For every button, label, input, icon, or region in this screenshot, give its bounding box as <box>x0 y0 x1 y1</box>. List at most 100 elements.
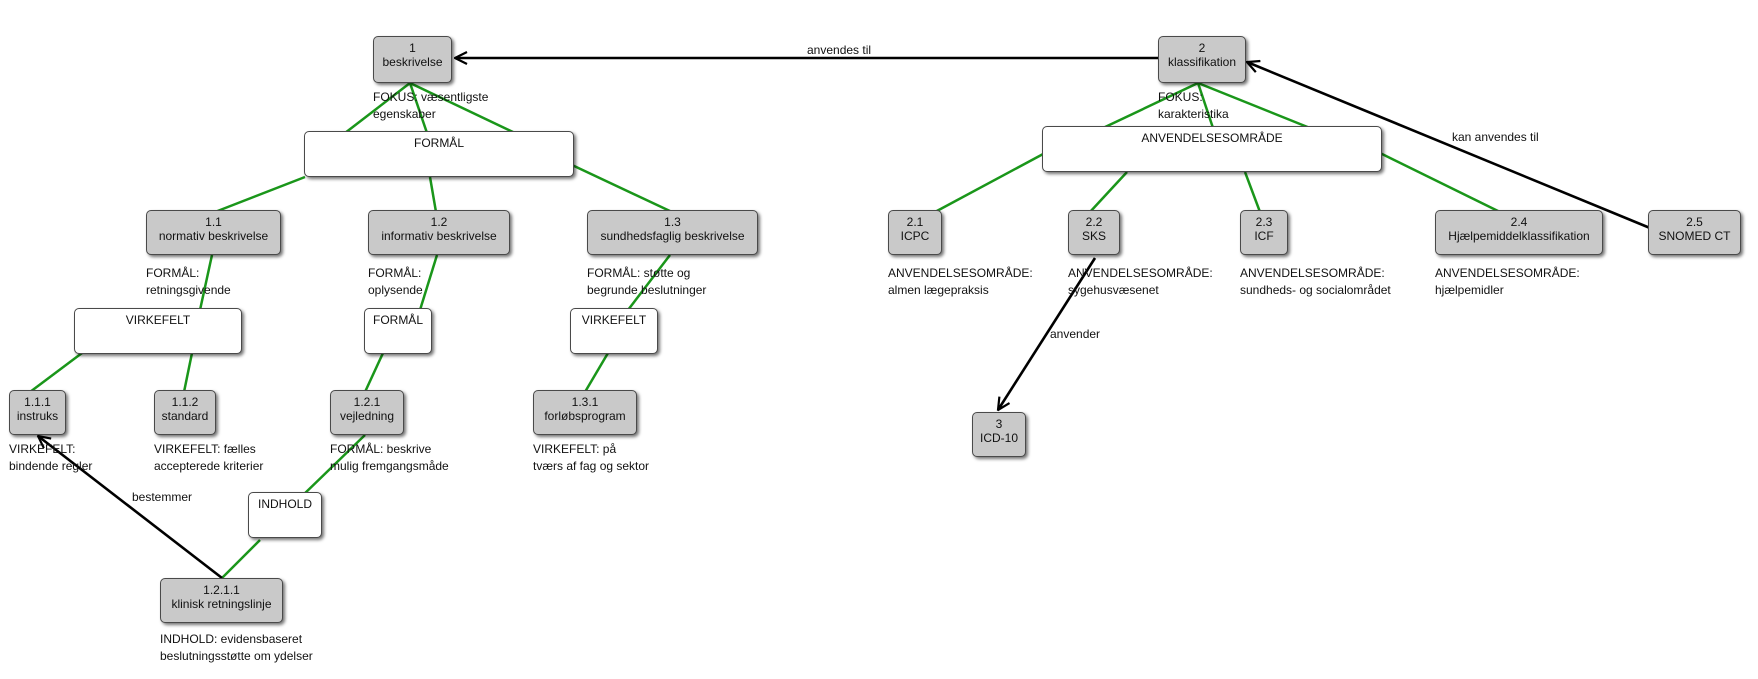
edge-label-bestemmer: bestemmer <box>132 490 193 504</box>
node-label: SKS <box>1081 229 1106 243</box>
link-virk-111 <box>29 352 83 393</box>
edge-bestemmer <box>38 436 223 580</box>
node-id: 2.2 <box>1085 215 1103 229</box>
node-id: 1.3 <box>664 215 681 229</box>
box-label: ANVENDELSESOMRÅDE <box>1141 131 1283 145</box>
node-label: klassifikation <box>1167 55 1237 69</box>
label-anvend-2-3: ANVENDELSESOMRÅDE:sundheds- og socialomr… <box>1240 266 1391 297</box>
link-1-formaal-c <box>408 82 429 134</box>
anvendelsesomraade-box[interactable]: ANVENDELSESOMRÅDE <box>1042 126 1382 172</box>
node-label: ICPC <box>900 229 930 243</box>
node-label: SNOMED CT <box>1658 229 1731 243</box>
node-id: 1.2.1.1 <box>203 583 240 597</box>
edge-kan-anvendes-til <box>1247 62 1651 230</box>
relations <box>38 58 1651 580</box>
node-id: 1.3.1 <box>571 395 599 409</box>
green-links <box>29 81 1501 581</box>
link-1-formaal-b <box>409 81 516 135</box>
node-id: 1.1 <box>205 215 222 229</box>
node-id: 2.1 <box>906 215 924 229</box>
link-virk3-131 <box>583 352 610 393</box>
node-label: vejledning <box>339 409 395 423</box>
node-id: 1.1.2 <box>171 395 199 409</box>
link-formaal-12 <box>428 176 438 213</box>
label-anvend-2-1: ANVENDELSESOMRÅDE:almen lægepraksis <box>888 266 1033 297</box>
link-anvend-23 <box>1243 171 1262 213</box>
virkefelt-box-3[interactable]: VIRKEFELT <box>570 308 658 354</box>
node-id: 3 <box>995 417 1003 431</box>
node-label: sundhedsfaglig beskrivelse <box>600 229 745 243</box>
virkefelt-box-1[interactable]: VIRKEFELT <box>74 308 242 354</box>
node-label: forløbsprogram <box>544 409 626 423</box>
link-2-anvend-a <box>1102 81 1199 130</box>
label-anvend-2-4: ANVENDELSESOMRÅDE:hjælpemidler <box>1435 266 1580 297</box>
edge-label-anvendes-til: anvendes til <box>807 43 872 57</box>
link-12-formaal2 <box>418 254 439 311</box>
link-anvend-22 <box>1089 171 1128 213</box>
node-id: 1.2.1 <box>353 395 381 409</box>
link-1-formaal <box>344 82 411 134</box>
node-id: 2.5 <box>1686 215 1703 229</box>
label-fokus-2: FOKUS:karakteristika <box>1158 90 1229 121</box>
label-virkefelt-1-1-1: VIRKEFELT:bindende regler <box>9 442 93 473</box>
node-id: 2.4 <box>1510 215 1528 229</box>
link-indhold-1211 <box>219 539 261 581</box>
box-label: INDHOLD <box>257 497 312 511</box>
link-formaal-11 <box>214 175 306 214</box>
link-anvend-24 <box>1379 151 1501 214</box>
link-2-anvend-c <box>1196 82 1215 129</box>
link-121-indhold <box>299 434 366 499</box>
label-formaal-1-2: FORMÅL:oplysende <box>368 266 423 297</box>
box-label: FORMÅL <box>413 136 464 150</box>
node-id: 1 <box>409 41 416 55</box>
box-label: VIRKEFELT <box>125 313 191 327</box>
indhold-box[interactable]: INDHOLD <box>248 492 322 538</box>
box-label: FORMÅL <box>372 313 423 327</box>
node-id: 2 <box>1198 41 1206 55</box>
node-label: beskrivelse <box>382 55 443 69</box>
node-id: 2.3 <box>1255 215 1273 229</box>
node-label: informativ beskrivelse <box>381 229 497 243</box>
edge-anvender <box>998 257 1097 410</box>
link-virk-112 <box>182 352 194 393</box>
link-anvend-21 <box>934 151 1046 214</box>
node-id: 1.1.1 <box>24 395 51 409</box>
node-label: Hjælpemiddelklassifikation <box>1448 229 1590 243</box>
edge-label-anvender: anvender <box>1050 327 1101 341</box>
box-label: VIRKEFELT <box>581 313 647 327</box>
node-label: klinisk retningslinje <box>171 597 272 611</box>
formaal-box-top[interactable]: FORMÅL <box>304 131 574 177</box>
link-formaal2-121 <box>363 352 385 393</box>
node-label: normativ beskrivelse <box>158 229 269 243</box>
link-2-anvend-b <box>1197 81 1311 130</box>
link-formaal-13 <box>571 163 673 214</box>
node-label: standard <box>161 409 209 423</box>
node-label: ICD-10 <box>979 431 1018 445</box>
node-label: instruks <box>16 409 59 423</box>
label-anvend-2-2: ANVENDELSESOMRÅDE:sygehusvæsenet <box>1068 266 1213 297</box>
label-formaal-1-1: FORMÅL:retningsgivende <box>146 266 231 297</box>
link-13-virk3 <box>627 254 671 311</box>
node-label: ICF <box>1254 229 1274 243</box>
formaal-box-2[interactable]: FORMÅL <box>364 308 432 354</box>
